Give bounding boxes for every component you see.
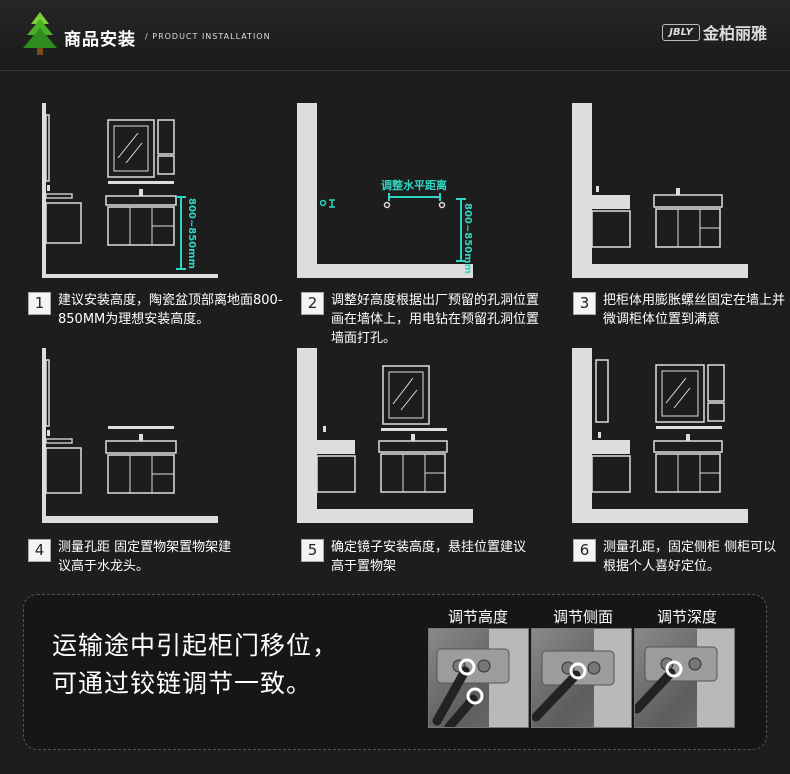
tree-icon	[23, 12, 57, 55]
hinge-height-photo	[428, 628, 529, 728]
diagram-step-4	[42, 348, 218, 523]
diagram-step-2: 调整水平距离 800~850mm	[297, 103, 473, 278]
step-text: 把柜体用膨胀螺丝固定在墙上并微调柜体位置到满意	[603, 293, 786, 327]
step-number: 1	[28, 292, 51, 315]
adjust-side-label: 调节侧面	[553, 608, 614, 626]
hinge-side-photo	[531, 628, 632, 728]
hinge-depth-photo	[634, 628, 735, 728]
adjust-depth-label: 调节深度	[657, 608, 718, 626]
diagram-step-6	[572, 348, 748, 523]
height-range-label-1: 800~850mm	[186, 198, 197, 269]
diagram-step-5	[297, 348, 473, 523]
brand-logo-badge: JBLY	[662, 24, 700, 41]
step-text: 确定镜子安装高度，悬挂位置建议高于置物架	[331, 540, 527, 574]
header-bar: 商品安装 / PRODUCT INSTALLATION JBLY 金柏丽雅	[0, 0, 790, 72]
horizontal-distance-label: 调整水平距离	[381, 178, 447, 192]
hinge-note-line-2: 可通过铰链调节一致。	[52, 669, 313, 698]
step-number: 3	[573, 292, 596, 315]
hinge-note-line-1: 运输途中引起柜门移位，	[52, 631, 339, 660]
step-number: 5	[301, 539, 324, 562]
step-number: 6	[573, 539, 596, 562]
step-number: 4	[28, 539, 51, 562]
step-text: 调整好高度根据出厂预留的孔洞位置画在墙体上，用电钻在预留孔洞位置墙面打孔。	[331, 293, 540, 346]
step-text: 测量孔距，固定侧柜 侧柜可以根据个人喜好定位。	[603, 540, 777, 574]
step-text: 测量孔距 固定置物架置物架建议高于水龙头。	[58, 540, 232, 574]
section-subtitle: / PRODUCT INSTALLATION	[145, 32, 271, 41]
header-divider	[0, 70, 790, 71]
step-number: 2	[301, 292, 324, 315]
brand-name: 金柏丽雅	[703, 24, 768, 43]
adjust-height-label: 调节高度	[448, 608, 509, 626]
height-range-label-2: 800~850mm	[462, 203, 473, 274]
section-title: 商品安装	[64, 30, 136, 50]
diagram-step-3	[572, 103, 748, 278]
step-text: 建议安装高度，陶瓷盆顶部离地面800-850MM为理想安装高度。	[58, 293, 283, 327]
diagram-step-1: 800~850mm	[42, 103, 218, 278]
